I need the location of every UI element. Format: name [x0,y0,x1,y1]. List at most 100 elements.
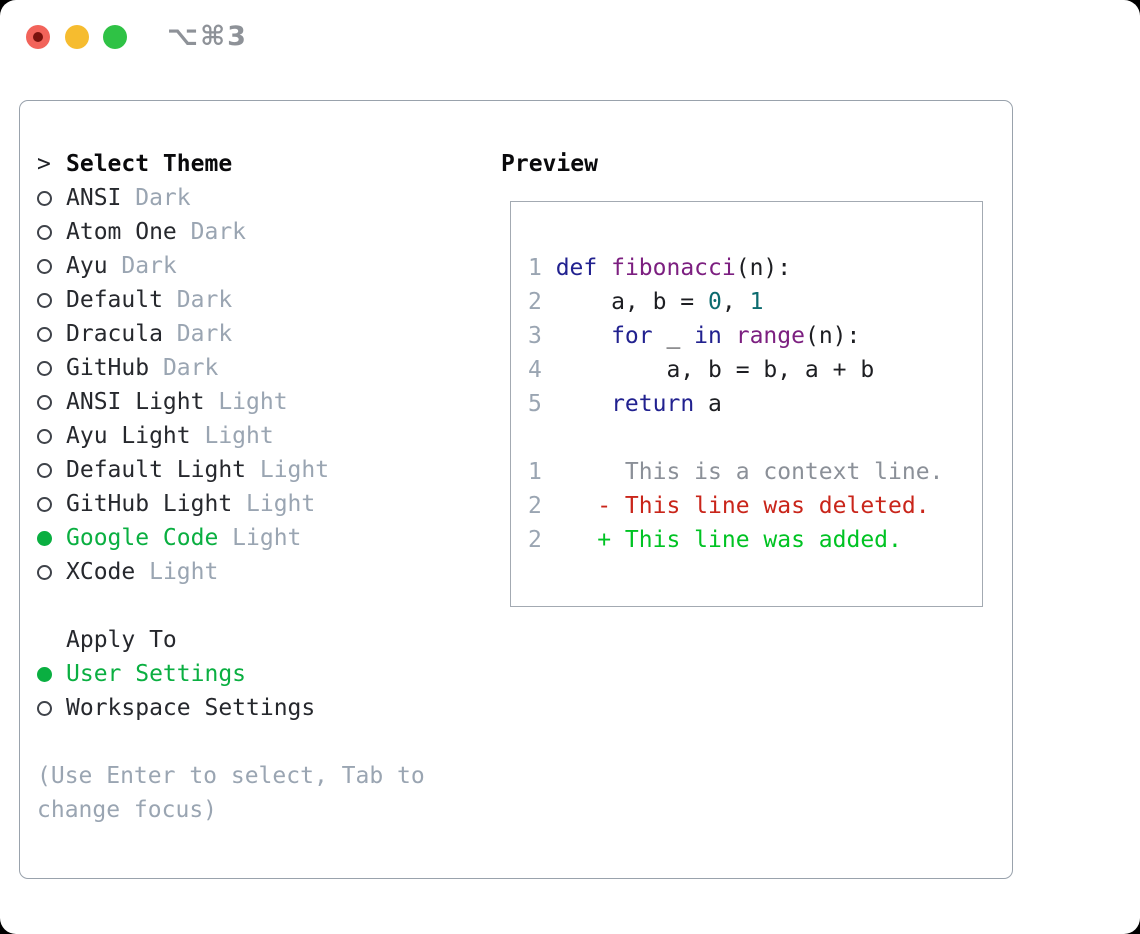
theme-name: GitHub Light [66,491,233,517]
code-token-pln: (n): [735,255,792,281]
theme-variant-label: Dark [190,219,247,245]
bullet-cell [37,487,66,521]
theme-name: ANSI [66,185,122,211]
select-theme-title: Select Theme [66,151,233,177]
bullet-cell [37,215,66,249]
code-token-lit: 1 [749,289,764,315]
theme-name: GitHub [66,355,150,381]
radio-icon [37,293,52,308]
theme-item-github[interactable]: GitHub Dark [37,351,425,385]
code-token-pln: , [721,289,750,315]
apply-name: User Settings [66,661,247,687]
help-line-2: change focus) [37,797,218,823]
theme-name: Ayu [66,253,108,279]
theme-item-ansi[interactable]: ANSI Dark [37,181,425,215]
window-title: ⌥⌘3 [167,21,248,52]
radio-icon [37,429,52,444]
radio-icon [37,395,52,410]
radio-icon [37,565,52,580]
theme-variant-label: Dark [121,253,177,279]
bullet-cell [37,181,66,215]
line-number: 1 [528,459,542,485]
apply-name: Workspace Settings [66,695,316,721]
minimize-button-icon[interactable] [65,25,89,49]
radio-icon [37,361,52,376]
bullet-cell [37,419,66,453]
close-button-icon[interactable] [26,25,50,49]
code-line: 1 This is a context line. [528,455,943,489]
code-token-kwd: def [555,255,598,281]
bullet-cell [37,555,66,589]
line-number: 2 [528,527,542,553]
code-line: 4 a, b = b, a + b [528,353,943,387]
bullet-cell [37,351,66,385]
code-token-lit: 0 [708,289,722,315]
bullet-cell [37,317,66,351]
theme-variant-label: Dark [162,355,219,381]
line-number: 1 [528,255,542,281]
preview-title: Preview [501,151,598,177]
bullet-cell [37,453,66,487]
radio-selected-icon [37,531,52,546]
radio-icon [37,463,52,478]
bullet-cell [37,691,66,725]
code-token-pln: (n): [804,323,861,349]
theme-name: Google Code [66,525,219,551]
code-token-pln [556,391,611,417]
apply-item-workspace-settings[interactable]: Workspace Settings [37,691,425,725]
code-line: 5 return a [528,387,943,421]
apply-item-user-settings[interactable]: User Settings [37,657,425,691]
theme-name: Default [66,287,163,313]
theme-variant-label: Light [149,559,219,585]
line-number: 2 [528,493,542,519]
code-token-pln: a, b = b, a + b [555,357,875,383]
prompt-chevron-icon: > [37,151,51,177]
theme-name: Atom One [66,219,177,245]
code-token-typ: range [735,323,805,349]
code-token-ctx: This is a context line. [555,459,944,485]
select-theme-header: > Select Theme [37,147,425,181]
line-number: 2 [528,289,542,315]
code-line: 3 for _ in range(n): [528,319,943,353]
line-number: 4 [528,357,542,383]
theme-name: Default Light [66,457,247,483]
code-token-kwd: for [611,323,653,349]
theme-variant-label: Dark [176,287,233,313]
code-token-kwd: in [694,323,722,349]
theme-item-default[interactable]: Default Dark [37,283,425,317]
code-line: 2 - This line was deleted. [528,489,943,523]
code-token-pln [722,323,736,349]
theme-item-dracula[interactable]: Dracula Dark [37,317,425,351]
bullet-cell [37,521,66,555]
apply-to-title: Apply To [66,627,177,653]
code-token-typ: fibonacci [611,255,736,281]
code-token-pln: a [694,391,722,417]
bullet-cell [37,249,66,283]
code-token-pln: a, b = [555,289,709,315]
theme-variant-label: Dark [135,185,191,211]
theme-item-ayu[interactable]: Ayu Dark [37,249,425,283]
zoom-button-icon[interactable] [103,25,127,49]
code-line: 2 + This line was added. [528,523,943,557]
theme-item-atom-one[interactable]: Atom One Dark [37,215,425,249]
code-line: 2 a, b = 0, 1 [528,285,943,319]
theme-name: Dracula [66,321,163,347]
theme-name: ANSI Light [66,389,205,415]
help-text: (Use Enter to select, Tab to change focu… [37,759,425,827]
help-line-1: (Use Enter to select, Tab to [37,763,425,789]
theme-name: Ayu Light [66,423,191,449]
code-token-del: - This line was deleted. [555,493,930,519]
theme-variant-label: Dark [176,321,233,347]
code-token-pln [597,255,611,281]
